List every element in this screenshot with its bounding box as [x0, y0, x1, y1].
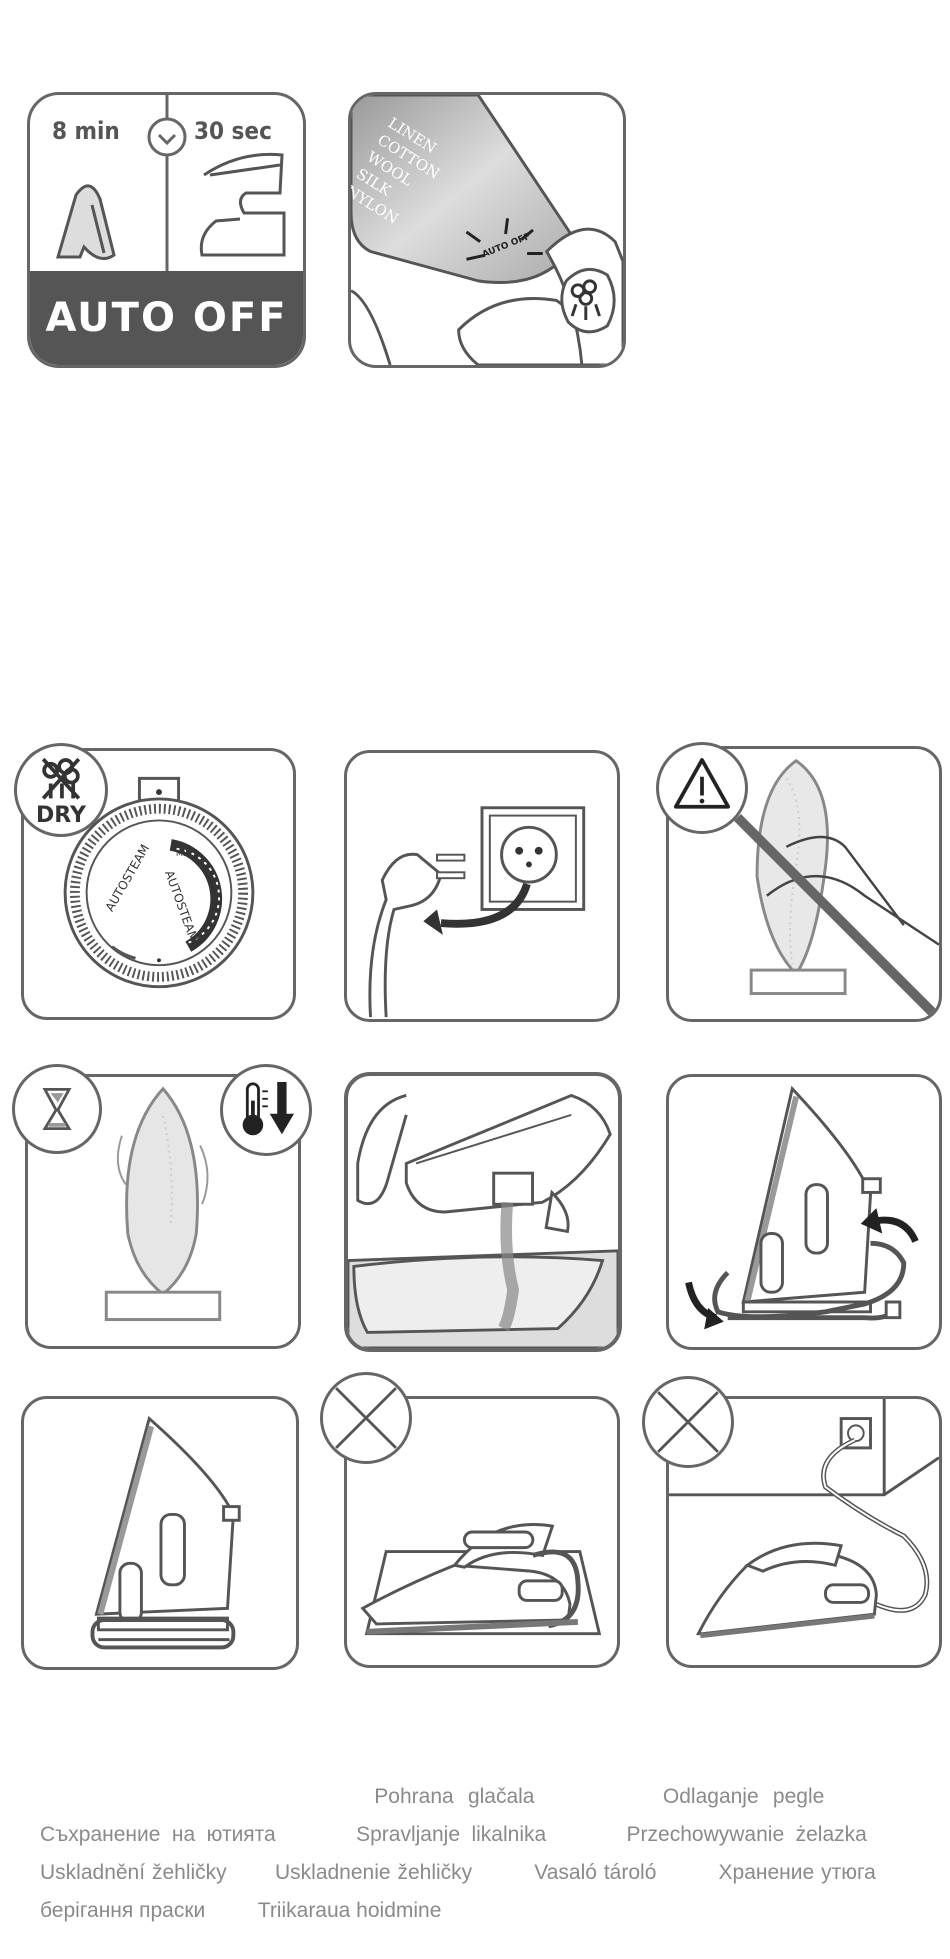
step-dry-setting-panel: AUTOSTEAM AUTOSTEAM MIN: [21, 748, 296, 1020]
step-empty-water-panel: [344, 1072, 622, 1352]
step-hot-warning-panel: [666, 746, 942, 1022]
thermometer-down-icon: [242, 1081, 295, 1136]
title-hr: Pohrana glačala: [374, 1785, 535, 1808]
title-cs: Uskladnění žehličky: [40, 1861, 227, 1884]
plug-icon: [368, 852, 443, 1018]
warning-badge: [656, 742, 748, 834]
title-ru: Хранение утюга: [718, 1861, 876, 1884]
title-bg: Съхранение на ютията: [40, 1823, 276, 1846]
flat-storage-illustration: [360, 1523, 602, 1636]
auto-off-banner: AUTO OFF: [30, 271, 303, 365]
cooling-badge: [220, 1064, 312, 1156]
hot-soleplate-illustration: [734, 758, 939, 1017]
plugged-storage-illustration: [669, 1399, 939, 1639]
dial-min-label: MIN: [176, 849, 192, 858]
title-sk: Uskladnenie žehličky: [274, 1861, 473, 1884]
fabric-dial-panel: LINEN COTTON WOOL SILK NYLON AUTO OFF: [348, 92, 626, 368]
flat-iron-icon: [199, 152, 286, 257]
no-flat-badge: [320, 1372, 412, 1464]
title-hu: Vasaló tároló: [534, 1861, 657, 1884]
no-steam-icon: [41, 757, 81, 800]
title-pl: Przechowywanie żelazka: [626, 1823, 867, 1846]
step-store-upright-panel: [21, 1396, 299, 1670]
title-uk: берігання праски: [40, 1899, 206, 1922]
cross-icon: [335, 1387, 397, 1449]
auto-off-illustration: [56, 95, 286, 277]
auto-off-flat-time: 30 sec: [194, 117, 272, 145]
step-cord-wrap-panel: [666, 1074, 942, 1350]
unplug-illustration: [368, 806, 586, 1018]
cross-icon: [657, 1391, 719, 1453]
upright-storage-illustration: [90, 1415, 241, 1650]
dry-badge: DRY: [14, 743, 108, 837]
title-sr: Odlaganje pegle: [662, 1785, 825, 1808]
cooling-iron-illustration: [104, 1086, 222, 1322]
fabric-dial-illustration: [351, 95, 623, 365]
upright-iron-icon: [56, 184, 116, 261]
light-rays-icon: [465, 218, 543, 261]
steam-dial-illustration: [63, 776, 255, 989]
title-sl: Spravljanje likalnika: [356, 1823, 547, 1846]
title-et: Triikaraua hoidmine: [257, 1899, 442, 1922]
hourglass-icon: [42, 1088, 72, 1130]
dry-label: DRY: [36, 803, 86, 828]
hourglass-badge: [12, 1064, 102, 1154]
no-plugged-badge: [642, 1376, 734, 1468]
step-unplug-panel: [344, 750, 620, 1022]
auto-off-panel: 8 min 30 sec AUTO OFF: [27, 92, 306, 368]
steam-icon: [570, 279, 601, 320]
warning-triangle-icon: [673, 758, 731, 809]
storage-titles: Pohrana glačala Odlaganje pegle Съхранен…: [40, 1778, 930, 1930]
auto-off-upright-time: 8 min: [52, 117, 120, 145]
empty-water-illustration: [348, 1093, 618, 1348]
cord-wrap-illustration: [685, 1085, 919, 1330]
